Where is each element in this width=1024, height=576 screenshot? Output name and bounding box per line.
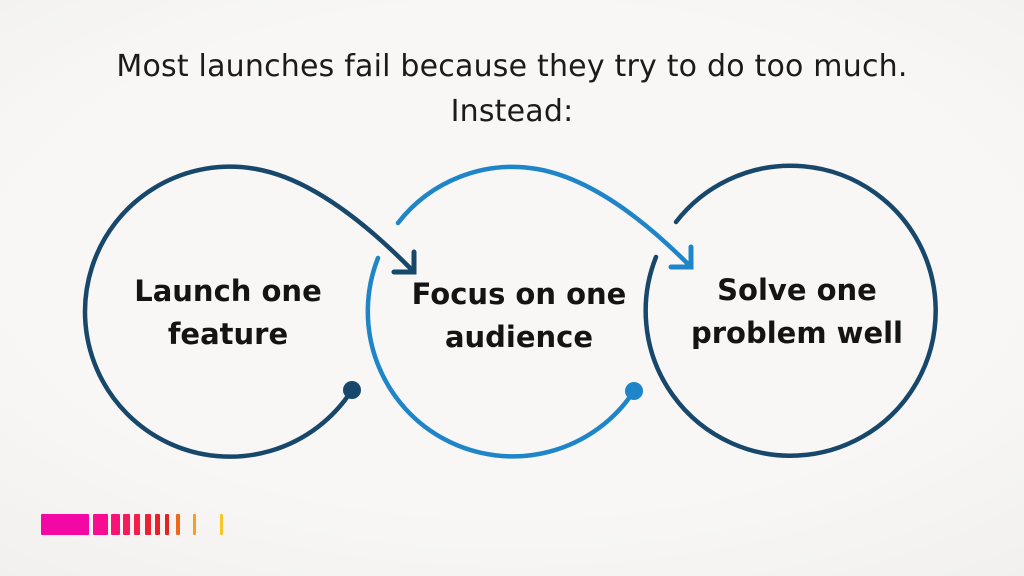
circle-2-label-line-2: audience [444,320,594,354]
title-line-2: Instead: [450,94,574,129]
footer-bar [220,514,223,535]
circle-1-label-line-2: feature [167,317,289,351]
footer-bar [165,514,169,535]
slide-title: Most launches fail because they try to d… [0,44,1024,134]
circle-3-label-line-2: problem well [690,316,904,350]
circle-3-label-line-1: Solve one [717,273,877,307]
footer-bar [155,514,160,535]
footer-bar [93,514,108,535]
circle-2-label: Focus on one audience [412,273,627,359]
title-line-1: Most launches fail because they try to d… [116,49,908,84]
circle-1-arrowhead-icon [391,249,417,275]
circle-3-arc [643,163,938,458]
circle-2-arc-upper [395,164,694,270]
footer-bars [0,514,260,535]
circle-1-label: Launch one feature [134,270,322,356]
circle-2-arrowhead-icon [668,244,694,270]
circle-2-arc-lower [365,255,637,459]
footer-bar [145,514,151,535]
circle-2-start-dot-icon [625,382,643,400]
footer-bar [41,514,89,535]
circle-1-start-dot-icon [343,381,361,399]
circle-1-arc [82,164,417,459]
circle-2-label-line-1: Focus on one [411,277,627,311]
footer-bar [193,514,196,535]
footer-bar [176,514,180,535]
footer-bar [123,514,130,535]
circle-1-label-line-1: Launch one [134,274,322,308]
circle-3-label: Solve one problem well [691,269,903,355]
footer-bar [134,514,140,535]
footer-bar [111,514,120,535]
